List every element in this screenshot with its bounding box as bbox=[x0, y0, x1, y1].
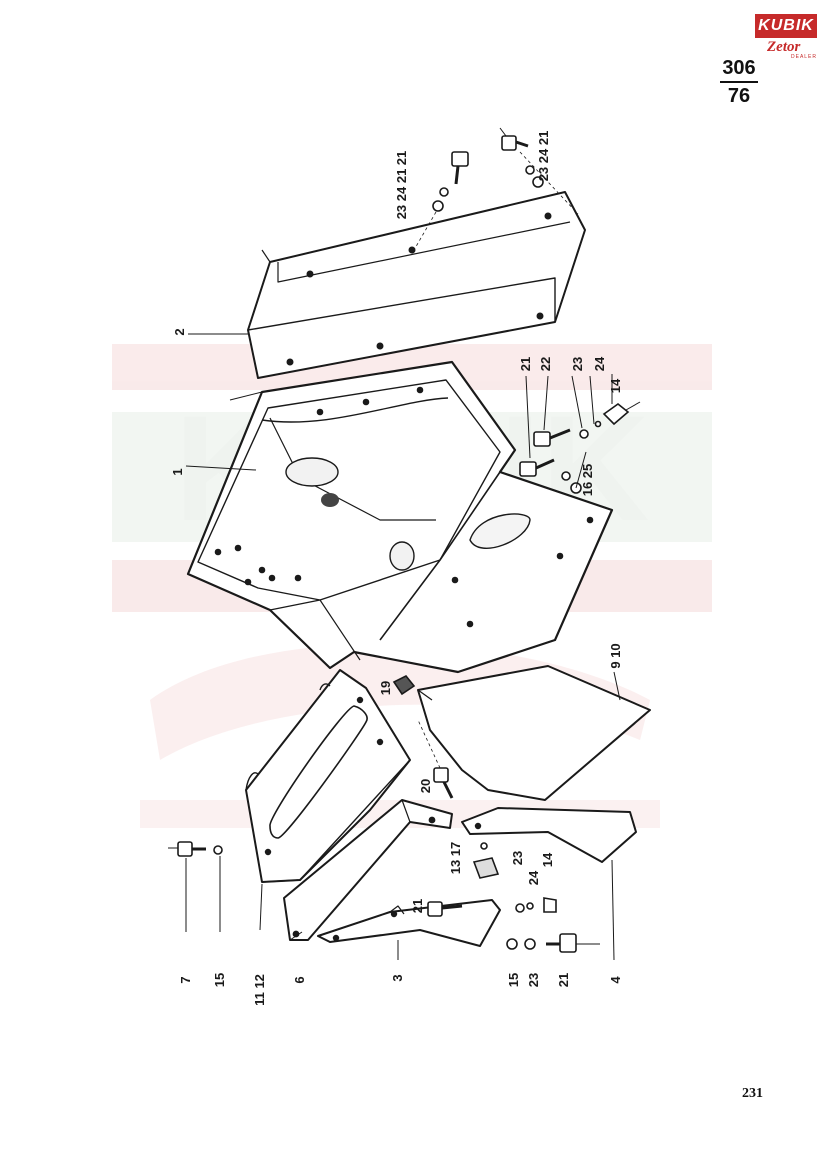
callout-14-b: 14 bbox=[540, 852, 555, 867]
bolt-right-upper bbox=[533, 401, 641, 447]
brand-name: KUBIK bbox=[758, 17, 814, 34]
callout-24-a: 24 bbox=[592, 356, 607, 371]
brand-sub: Zetor bbox=[767, 39, 801, 55]
part-1-hood-body bbox=[186, 360, 614, 674]
figure-reference: 306 76 bbox=[718, 56, 760, 108]
callout-1: 1 bbox=[170, 468, 185, 475]
bolt-21-center bbox=[427, 897, 557, 917]
page-number: 231 bbox=[742, 1086, 763, 1101]
callout-13-17: 13 17 bbox=[448, 842, 463, 875]
part-2-cover-panel bbox=[247, 191, 586, 379]
bolt-7 bbox=[168, 841, 223, 857]
bolt-top-left bbox=[413, 151, 469, 251]
callout-23-c: 23 bbox=[526, 973, 541, 987]
callout-7: 7 bbox=[178, 976, 193, 983]
part-9-10-side-panel bbox=[417, 665, 651, 801]
part-11-12-front-shield bbox=[245, 669, 411, 883]
callout-14-a: 14 bbox=[608, 378, 623, 393]
callout-15-b: 15 bbox=[506, 973, 521, 987]
nut-13-17 bbox=[472, 842, 500, 879]
brand-dealer: DEALER bbox=[791, 54, 818, 60]
callout-23-b: 23 bbox=[510, 851, 525, 865]
callout-2: 2 bbox=[172, 328, 187, 335]
callout-19: 19 bbox=[378, 681, 393, 695]
callout-22: 22 bbox=[538, 357, 553, 371]
callout-11-12: 11 12 bbox=[252, 974, 267, 1006]
callout-20: 20 bbox=[418, 779, 433, 793]
figure-reference-divider bbox=[720, 81, 758, 83]
bolt-top-right bbox=[499, 127, 579, 215]
fasteners bbox=[168, 127, 641, 953]
bolt-20 bbox=[417, 719, 454, 799]
bolt-21-bottom bbox=[506, 933, 600, 953]
callout-23-24-21-a: 23 24 21 bbox=[394, 169, 409, 220]
callout-4: 4 bbox=[608, 976, 623, 984]
callout-16-25: 16 25 bbox=[580, 464, 595, 497]
callout-labels: 1 2 3 4 6 7 9 10 11 12 13 17 14 14 15 15… bbox=[170, 131, 623, 1006]
leader-lines bbox=[185, 333, 621, 961]
callout-3: 3 bbox=[390, 974, 405, 981]
figure-reference-top: 306 bbox=[722, 57, 756, 79]
callout-23-24-21-b: 23 24 21 bbox=[536, 131, 551, 182]
callout-15-a: 15 bbox=[212, 973, 227, 987]
callout-6: 6 bbox=[292, 976, 307, 983]
callout-24-b: 24 bbox=[526, 870, 541, 885]
part-4-bracket bbox=[461, 807, 637, 863]
callout-21-a: 21 bbox=[518, 357, 533, 371]
brand-logo: KUBIK Zetor DEALER bbox=[755, 14, 817, 60]
callout-23-a: 23 bbox=[570, 357, 585, 371]
part-3-angle-bracket bbox=[317, 899, 501, 947]
callout-21-d: 21 bbox=[394, 151, 409, 165]
nut-19 bbox=[392, 674, 416, 696]
callout-21-c: 21 bbox=[556, 973, 571, 987]
callout-9-10: 9 10 bbox=[608, 643, 623, 668]
callout-21-b: 21 bbox=[410, 899, 425, 913]
brand-logo-box bbox=[755, 14, 817, 38]
figure-reference-bottom: 76 bbox=[727, 85, 751, 107]
